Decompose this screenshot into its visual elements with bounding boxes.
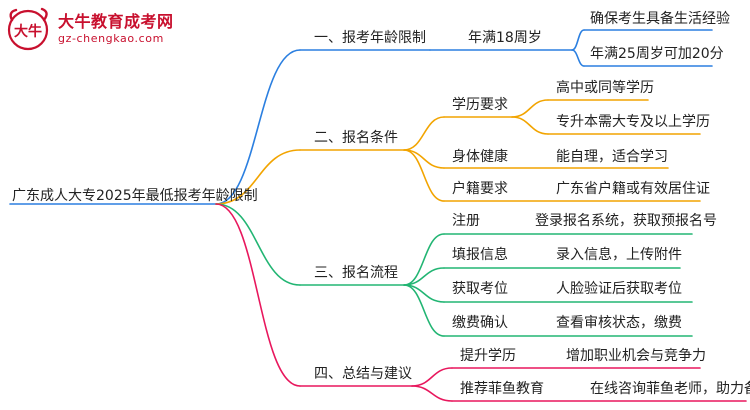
root-to-branch-3 [215,203,301,286]
branch4-to-recommend [411,385,453,402]
leaf-node-career-opportunity: 增加职业机会与竞争力 [566,348,706,364]
root-to-branch-1 [215,49,301,205]
branch2-to-household [403,149,445,202]
sub-node-recommend: 推荐菲鱼教育 [460,381,544,397]
site-logo: 大牛 大牛教育成考网 gz-chengkao.com [6,6,176,52]
sub-node-improve-education: 提升学历 [460,348,516,364]
leaf-node-check-pay: 查看审核状态，缴费 [556,315,682,331]
leaf-node-login-system: 登录报名系统，获取预报名号 [535,213,717,229]
branch-node-age-limit: 一、报考年龄限制 [314,30,426,46]
branch3-to-register [403,233,445,286]
sub-node-payment: 缴费确认 [452,315,508,331]
leaf-node-upload-attachments: 录入信息，上传附件 [556,247,682,263]
leaf-node-upgrade-degree: 专升本需大专及以上学历 [556,114,710,130]
branch4-to-improve [411,367,453,387]
branch-node-process: 三、报名流程 [314,265,398,281]
leaf-node-consult-teacher: 在线咨询菲鱼老师，助力备考 [590,381,750,397]
logo-title: 大牛教育成考网 [58,12,174,31]
branch3-to-pay [403,284,445,337]
age18-to-leaf-2 [571,49,585,67]
logo-mark-text: 大牛 [14,23,42,40]
leaf-node-life-experience: 确保考生具备生活经验 [590,11,730,27]
bull-logo-icon: 大牛 [7,7,49,51]
leaf-node-face-verify: 人脸验证后获取考位 [556,281,682,297]
branch-node-conditions: 二、报名条件 [314,130,398,146]
root-to-branch-2 [215,149,301,205]
branch2-to-edu [403,116,445,151]
leaf-node-self-care: 能自理，适合学习 [556,149,668,165]
sub-node-register: 注册 [452,213,480,229]
sub-node-household: 户籍要求 [452,181,508,197]
age18-to-leaf-1 [571,29,585,51]
leaf-node-high-school: 高中或同等学历 [556,80,654,96]
root-node: 广东成人大专2025年最低报考年龄限制 [12,188,258,204]
sub-node-education-req: 学历要求 [452,97,508,113]
sub-node-fill-info: 填报信息 [452,247,508,263]
sub-node-get-seat: 获取考位 [452,281,508,297]
edu-to-leaf-1 [511,99,549,118]
logo-url: gz-chengkao.com [58,32,164,45]
leaf-node-age-25-bonus: 年满25周岁可加20分 [590,46,724,62]
sub-node-age-18: 年满18周岁 [468,30,542,46]
leaf-node-residence: 广东省户籍或有效居住证 [556,181,710,197]
branch-node-summary: 四、总结与建议 [314,366,412,382]
sub-node-health: 身体健康 [452,149,508,165]
edu-to-leaf-2 [511,116,549,135]
root-to-branch-4 [215,203,301,387]
